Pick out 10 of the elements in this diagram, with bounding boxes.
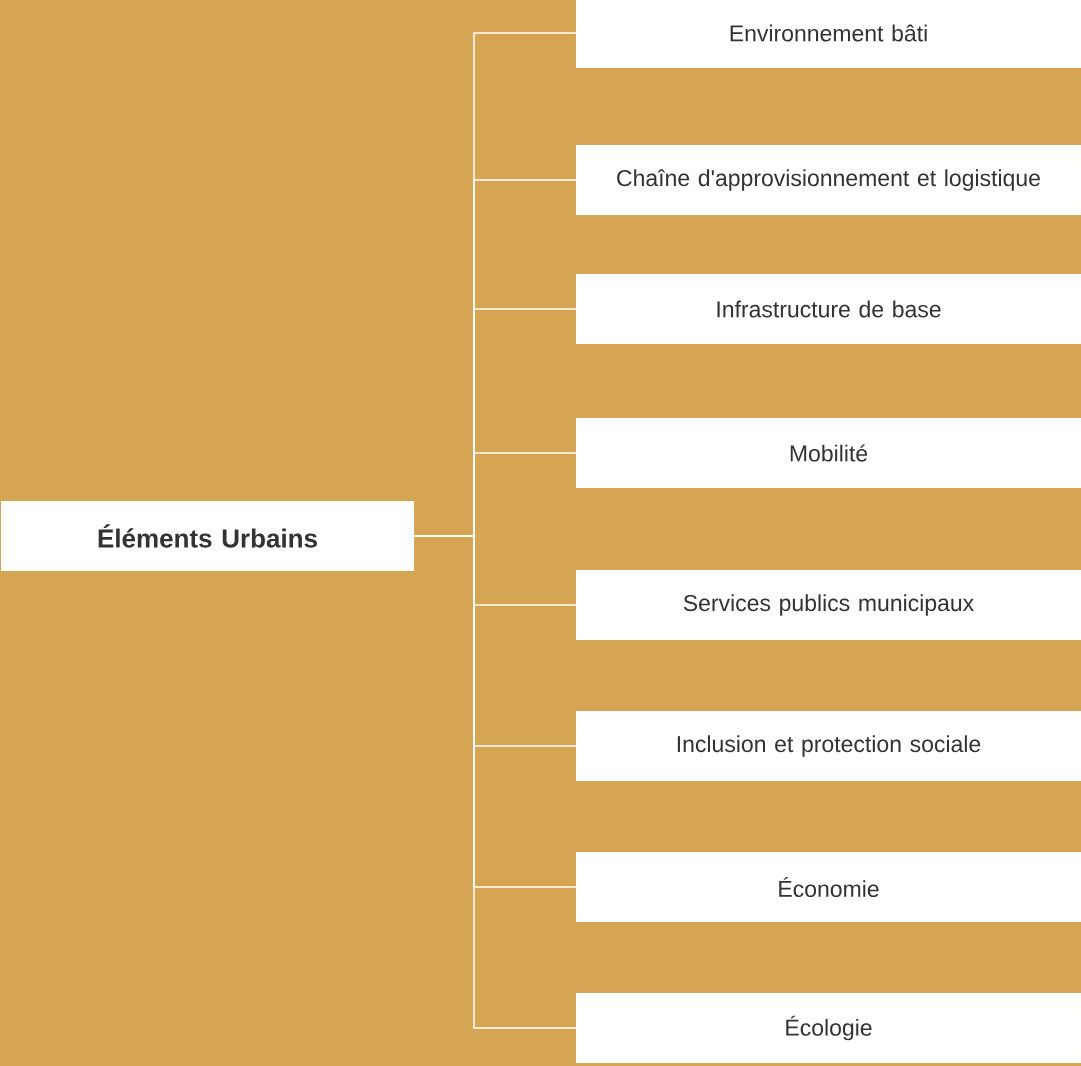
category-box: Chaîne d'approvisionnement et logistique [576,145,1081,215]
connector-line [413,535,577,1029]
root-box: Éléments Urbains [1,501,414,571]
category-box: Inclusion et protection sociale [576,711,1081,781]
category-box: Services publics municipaux [576,570,1081,640]
category-box: Écologie [576,993,1081,1063]
category-box: Infrastructure de base [576,274,1081,344]
category-box: Environnement bâti [576,0,1081,68]
category-box: Économie [576,852,1081,922]
category-box: Mobilité [576,418,1081,488]
